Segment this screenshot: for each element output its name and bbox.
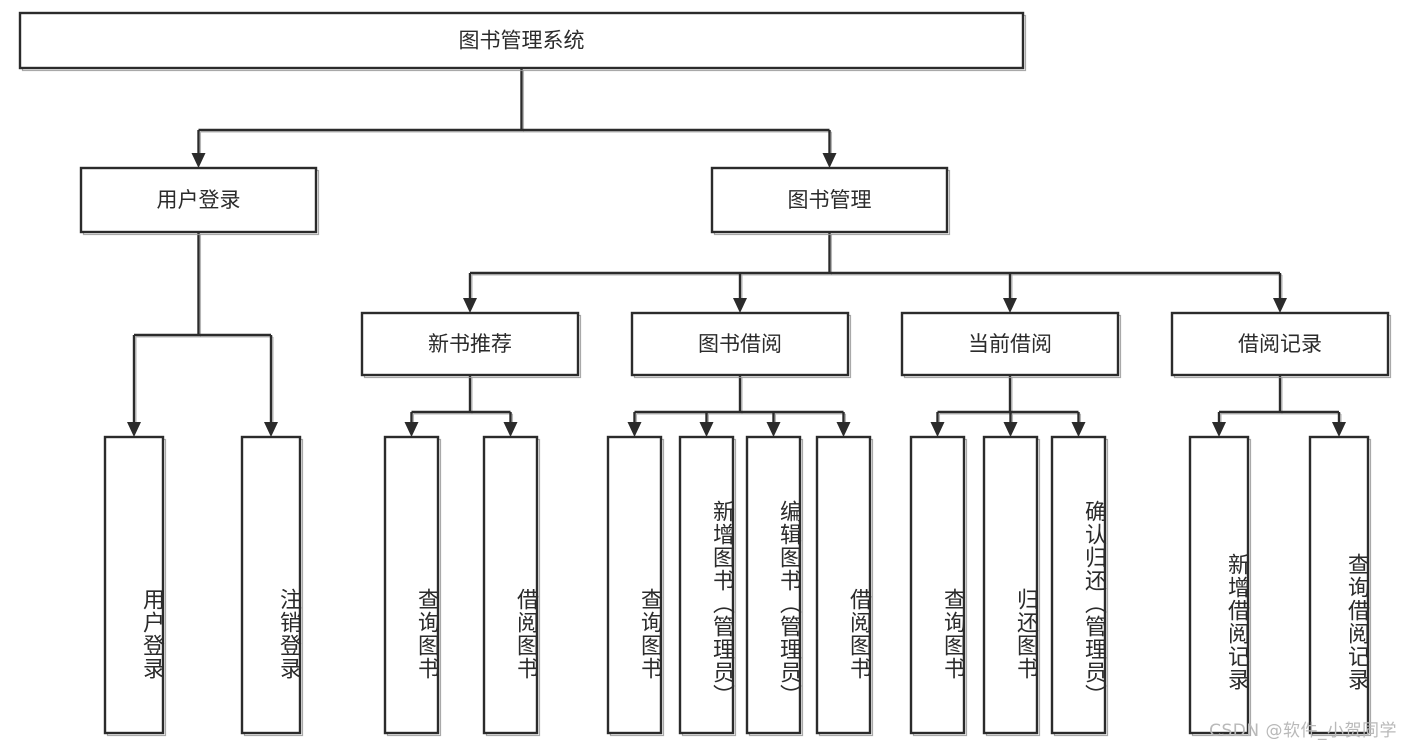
node-leaf-新增借阅记录-11[interactable] <box>1188 435 1252 737</box>
node-leaf-注销登录-1[interactable] <box>240 435 304 737</box>
watermark-text: CSDN @软件_小贺同学 <box>1209 721 1397 741</box>
node-leaf-确认归还管理员-10[interactable] <box>1050 435 1109 737</box>
node-leaf-查询图书-2[interactable] <box>383 435 442 737</box>
node-leaf-借阅图书-3[interactable] <box>482 435 541 737</box>
node-leaf-用户登录-0-label: 用户登录 <box>139 588 164 680</box>
edge-book-mgmt-arrow-3 <box>1273 298 1287 313</box>
node-l3-新书推荐[interactable]: 新书推荐 <box>360 311 582 379</box>
node-leaf-注销登录-1-label: 注销登录 <box>276 588 301 680</box>
edge-l3-3-arrow-1 <box>1332 422 1346 437</box>
node-leaf-归还图书-9-label: 归还图书 <box>1013 588 1038 680</box>
node-leaf-编辑图书管理员-6-label: 编辑图书（管理员） <box>776 499 801 707</box>
edge-l3-0-arrow-1 <box>503 422 518 437</box>
edge-book-mgmt-arrow-1 <box>733 298 747 313</box>
node-l3-当前借阅-label: 当前借阅 <box>968 332 1052 356</box>
node-l2-图书管理-label: 图书管理 <box>788 188 872 212</box>
edge-l3-0-arrow-0 <box>404 422 419 437</box>
node-leaf-查询借阅记录-12-label: 查询借阅记录 <box>1344 552 1369 691</box>
node-leaf-用户登录-0[interactable] <box>103 435 167 737</box>
edge-l3-2-arrow-1 <box>1003 422 1018 437</box>
edge-l3-1-arrow-1 <box>699 422 714 437</box>
node-l3-当前借阅[interactable]: 当前借阅 <box>900 311 1122 379</box>
node-l3-借阅记录-label: 借阅记录 <box>1238 332 1322 356</box>
node-leaf-新增图书管理员-5[interactable] <box>678 435 737 737</box>
node-l3-图书借阅[interactable]: 图书借阅 <box>630 311 852 379</box>
node-root-图书管理系统-label: 图书管理系统 <box>459 29 585 53</box>
node-l2-图书管理[interactable]: 图书管理 <box>710 166 951 236</box>
edge-book-mgmt-arrow-2 <box>1003 298 1017 313</box>
node-leaf-归还图书-9[interactable] <box>982 435 1041 737</box>
edge-root-arrow-0 <box>191 153 206 168</box>
node-leaf-借阅图书-3-label: 借阅图书 <box>513 588 538 680</box>
node-l3-新书推荐-label: 新书推荐 <box>428 332 512 356</box>
node-leaf-查询图书-8-label: 查询图书 <box>940 588 965 680</box>
edge-l3-1-arrow-0 <box>627 422 642 437</box>
node-leaf-借阅图书-7[interactable] <box>815 435 874 737</box>
edge-l3-1-arrow-3 <box>836 422 851 437</box>
node-root-图书管理系统[interactable]: 图书管理系统 <box>18 11 1027 72</box>
node-l2-用户登录-label: 用户登录 <box>157 188 241 212</box>
edge-book-mgmt-arrow-0 <box>463 298 477 313</box>
connectors-layer <box>127 68 1346 437</box>
node-leaf-查询图书-4-label: 查询图书 <box>637 588 662 680</box>
node-l3-借阅记录[interactable]: 借阅记录 <box>1170 311 1392 379</box>
node-leaf-编辑图书管理员-6[interactable] <box>745 435 804 737</box>
node-leaf-新增借阅记录-11-label: 新增借阅记录 <box>1224 552 1249 691</box>
edge-l3-3-arrow-0 <box>1212 422 1226 437</box>
edge-l3-1-arrow-2 <box>766 422 781 437</box>
edge-user-login-arrow-1 <box>264 422 278 437</box>
node-l3-图书借阅-label: 图书借阅 <box>698 332 782 356</box>
edge-user-login-arrow-0 <box>127 422 141 437</box>
node-leaf-借阅图书-7-label: 借阅图书 <box>846 588 871 680</box>
node-leaf-查询借阅记录-12[interactable] <box>1308 435 1372 737</box>
node-leaf-查询图书-8[interactable] <box>909 435 968 737</box>
node-l2-用户登录[interactable]: 用户登录 <box>79 166 320 236</box>
node-leaf-查询图书-2-label: 查询图书 <box>414 588 439 680</box>
edge-l3-2-arrow-0 <box>930 422 945 437</box>
node-leaf-查询图书-4[interactable] <box>606 435 665 737</box>
node-leaf-新增图书管理员-5-label: 新增图书（管理员） <box>709 499 734 707</box>
node-leaf-确认归还管理员-10-label: 确认归还（管理员） <box>1081 499 1106 707</box>
edge-root-arrow-1 <box>822 153 837 168</box>
edge-l3-2-arrow-2 <box>1071 422 1086 437</box>
